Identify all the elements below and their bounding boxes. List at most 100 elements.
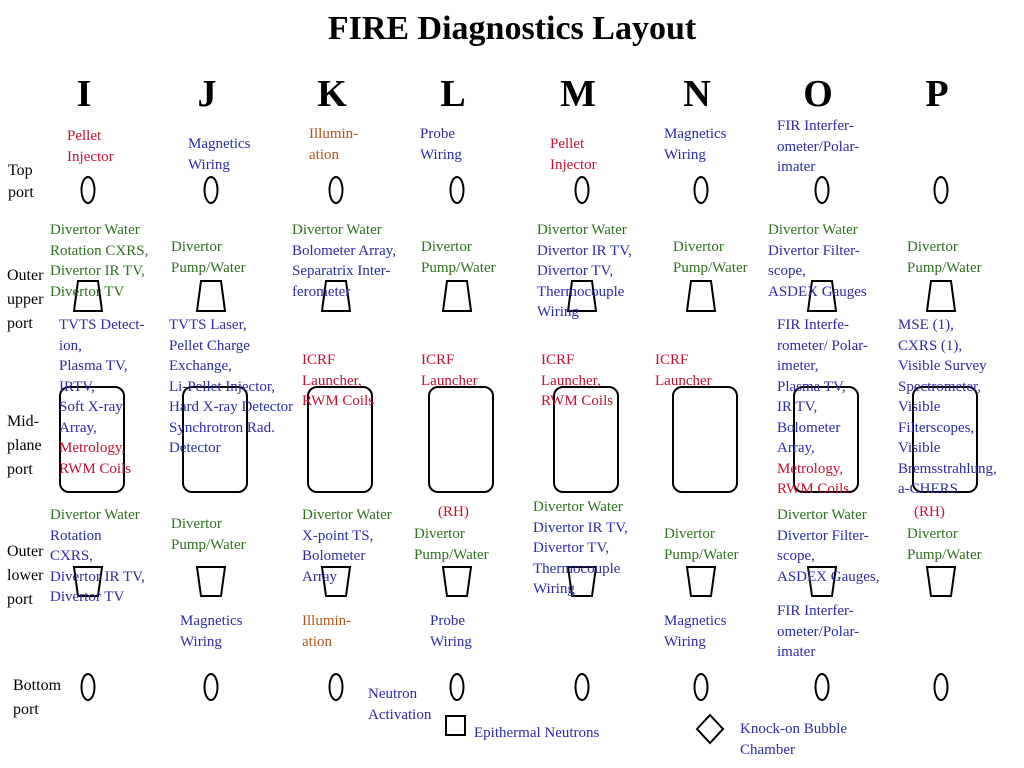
label-mid-L: ICRF Launcher [421,350,478,391]
label-line: FIR Interfer- [777,118,854,134]
label-line: FIR Interfe- [777,317,850,333]
label-line: Divertor Water [777,507,867,523]
label-line: Visible [898,399,941,415]
label-line: Divertor Water [50,222,140,238]
label-line: Divertor [171,239,222,255]
label-line: ometer/Polar- [777,623,860,640]
label-line: Divertor Water [302,507,392,523]
label-line: Launcher, [302,372,362,389]
label-line: imater [777,159,816,175]
label-line: Divertor [171,516,222,532]
outer-lower-port-n [685,566,717,597]
bottom-port-l [449,673,465,701]
label-line: Wiring [420,146,462,163]
label-line: Injector [550,156,597,173]
label-ol-L-rh: (RH) [438,502,469,523]
epithermal-neutrons-square [445,715,466,736]
column-header-n: N [683,73,711,115]
outer-upper-port-p [925,280,957,312]
label-epi: Epithermal Neutrons [474,723,599,744]
label-line: Array, [59,419,97,436]
label-line: Divertor TV [50,283,125,300]
label-line: Divertor Water [533,499,623,515]
label-line: Divertor Water [50,507,140,523]
top-port-k [328,176,344,204]
column-header-o: O [803,73,833,115]
row-label-top: Top port [8,162,34,201]
top-port-p [933,176,949,204]
label-line: Plasma TV, [59,358,128,374]
label-line: Divertor [421,239,472,255]
label-line: Pump/Water [171,536,246,553]
column-header-p: P [925,73,949,115]
label-line: Wiring [664,146,706,163]
outer-upper-port-o [806,280,838,312]
label-line: Divertor IR TV, [50,263,145,279]
label-line: Magnetics [664,613,727,629]
outer-upper-port-m [566,280,598,312]
bottom-port-p [933,673,949,701]
label-line: Pump/Water [907,546,982,563]
label-line: Detector [169,440,221,456]
midplane-port-k [307,386,373,493]
label-line: Bolometer [302,548,366,564]
label-line: Divertor [907,526,958,542]
label-line: Rotation [50,527,102,544]
midplane-port-p [912,386,978,493]
label-line: ICRF [421,352,455,368]
label-line: a-CHERS [898,481,958,497]
label-line: (RH) [438,504,469,520]
label-line: Wiring [537,304,579,320]
label-line: Wiring [533,581,575,597]
label-line: RWM Coils [302,393,375,409]
label-line: imater [777,644,816,660]
label-line: Divertor [673,239,724,255]
top-port-o [814,176,830,204]
label-line: Magnetics [180,613,243,629]
label-line: ation [309,146,339,163]
outer-lower-port-k [320,566,352,597]
label-top-O: FIR Interfer-ometer/Polar-imater [777,116,859,178]
label-line: ASDEX Gauges [768,283,867,300]
outer-lower-port-l [441,566,473,597]
label-line: Launcher [421,372,478,389]
outer-upper-port-k [320,280,352,312]
label-line: RWM Coils [541,393,614,409]
label-line: imeter, [777,358,819,374]
outer-lower-port-m [566,566,598,597]
label-line: Magnetics [188,136,251,152]
label-line: Bolometer Array, [292,242,396,259]
label-line: ation [302,633,332,650]
label-line: IRTV, [59,378,95,395]
row-label-bottom: Bottom port [13,677,62,718]
row-label-outer-lower: Outer lower port [7,543,44,608]
top-port-m [574,176,590,204]
outer-lower-port-i [72,566,104,597]
label-line: Divertor IR TV, [537,242,632,259]
label-line: Bolometer [777,419,841,436]
label-line: Divertor Water [537,222,627,238]
label-line: rometer/ Polar- [777,337,868,354]
label-line: Neutron [368,686,418,702]
label-line: Divertor TV, [533,540,610,556]
label-line: Pump/Water [907,259,982,276]
label-line: ICRF [655,352,689,368]
column-header-j: J [197,73,217,115]
label-line: Wiring [180,633,222,650]
